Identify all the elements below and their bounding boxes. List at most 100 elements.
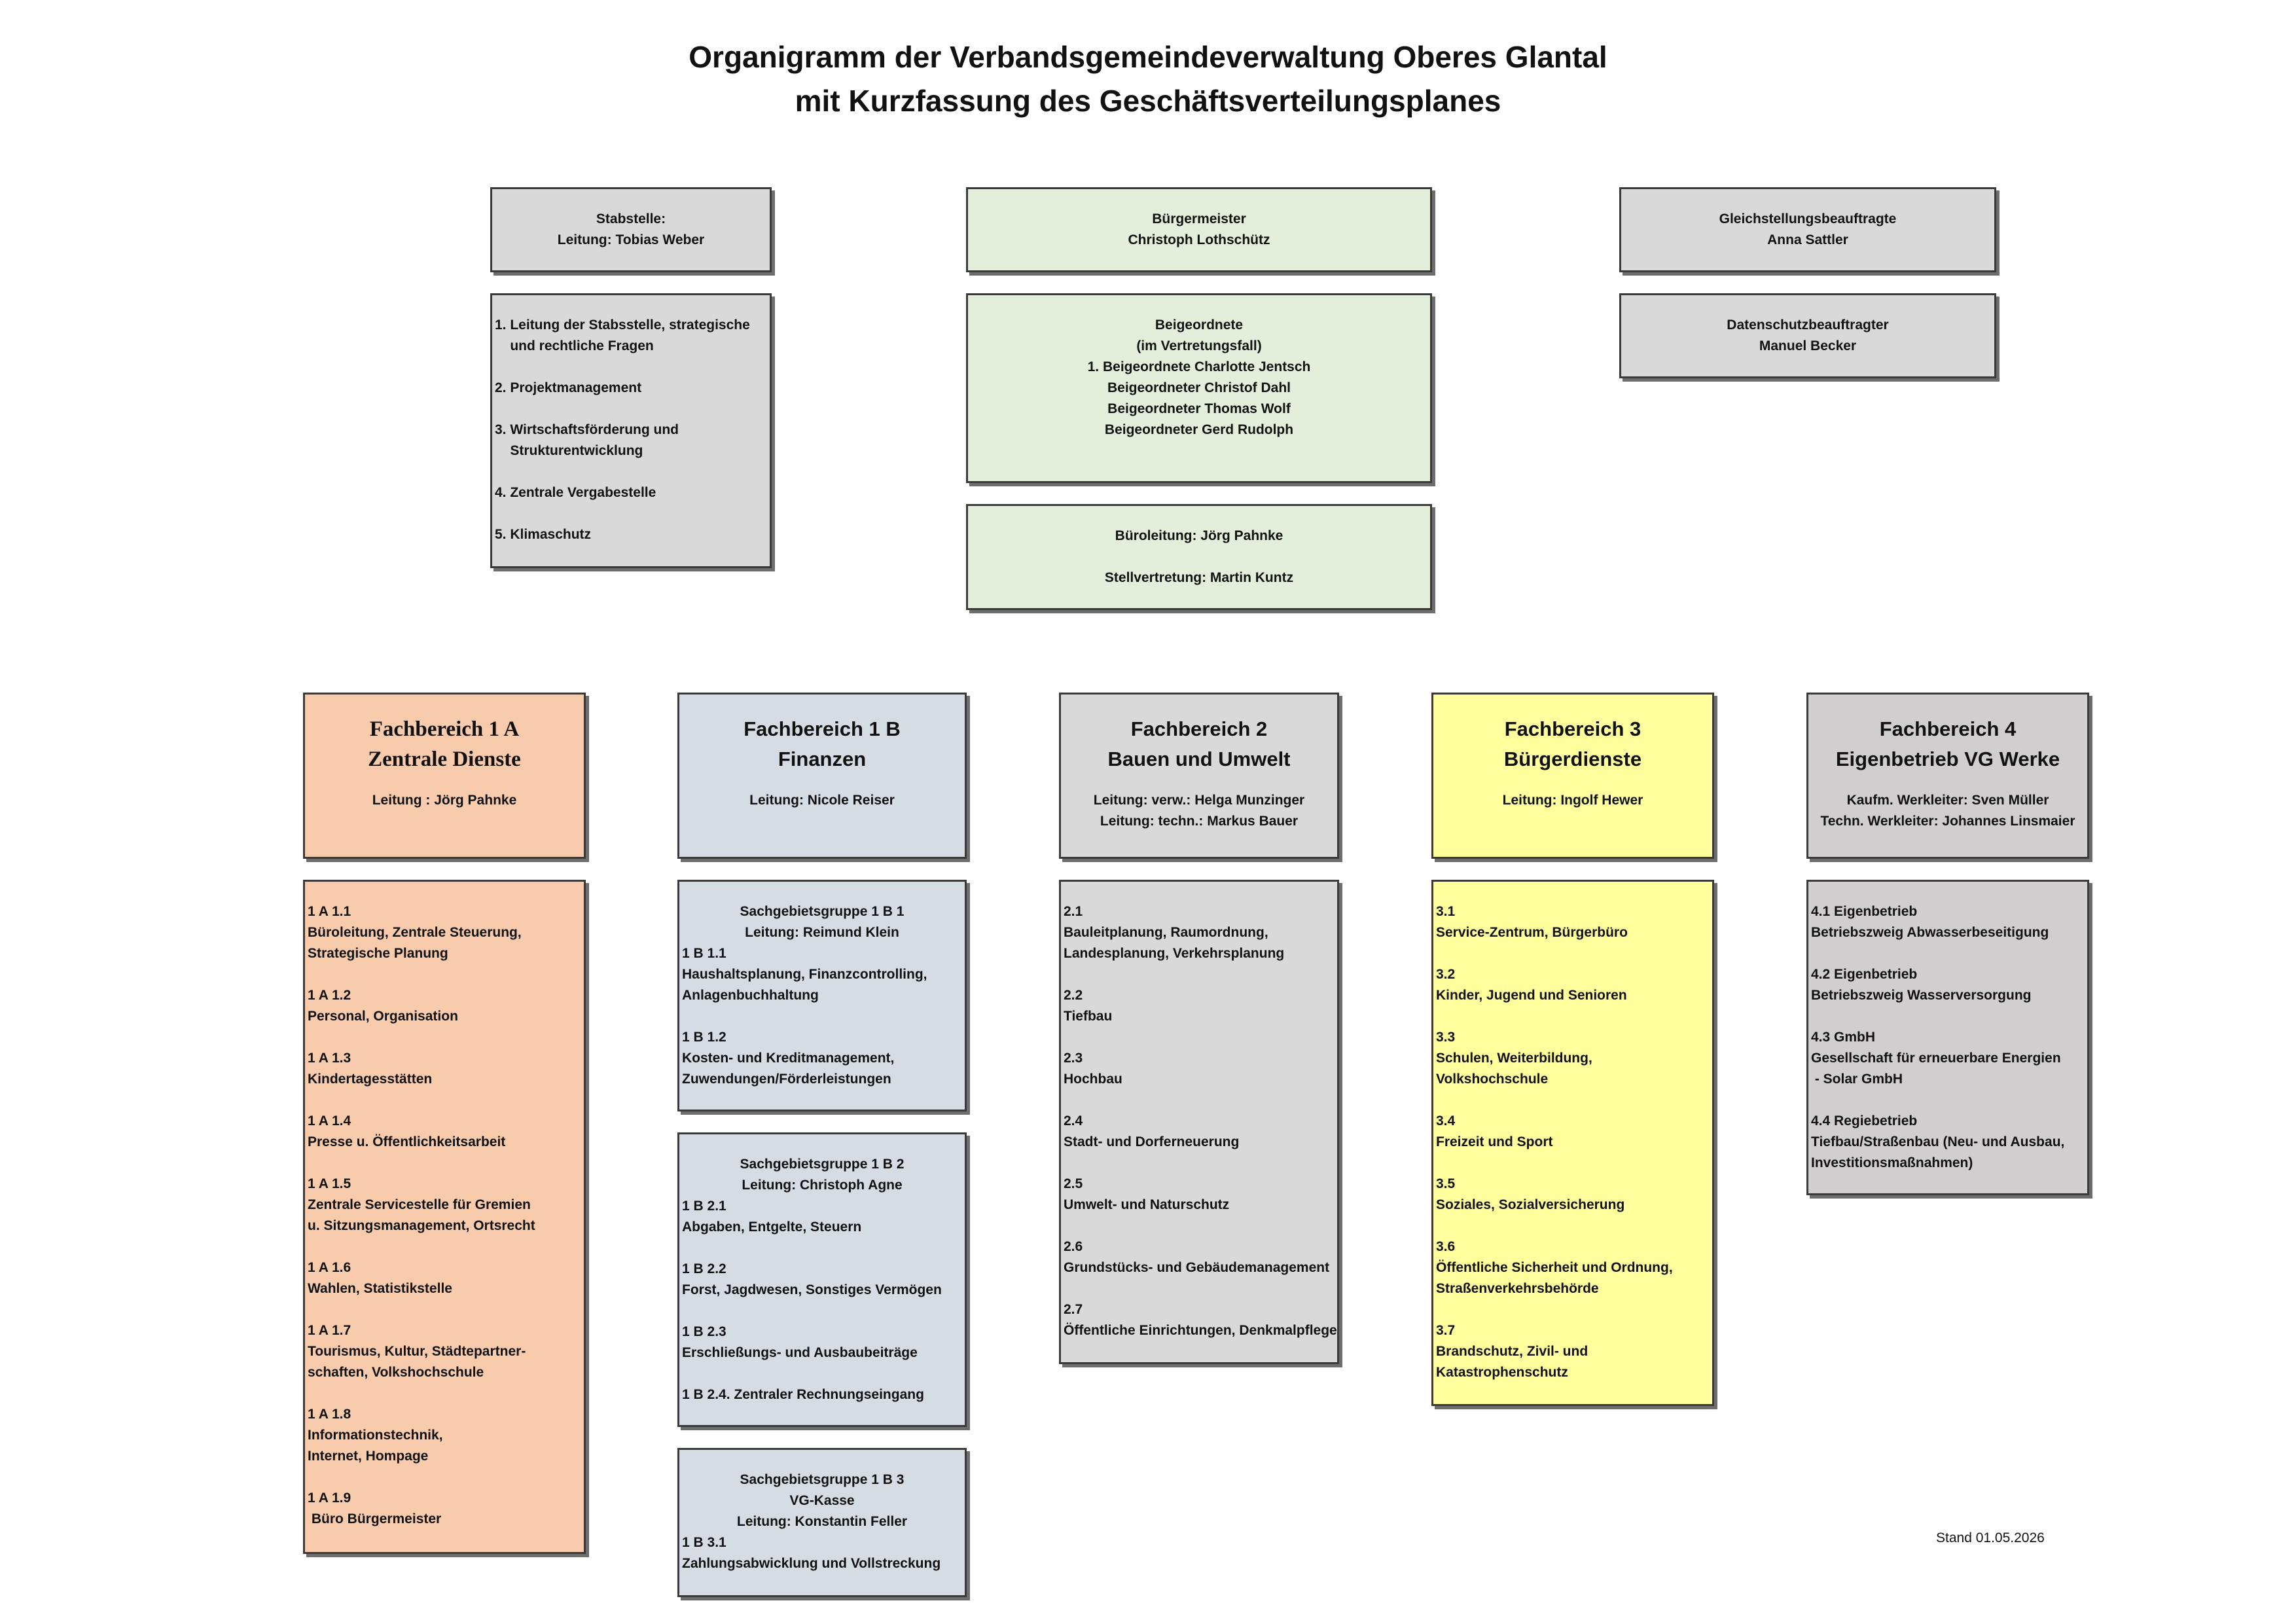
fb4-task: 4.1 Eigenbetrieb Betriebszweig Abwasserb… (1811, 904, 2049, 940)
fb1b-group2-box: Sachgebietsgruppe 1 B 2 Leitung: Christo… (677, 1132, 967, 1427)
fb1a-task: 1 A 1.2 Personal, Organisation (308, 988, 458, 1024)
fb2-head-box: Fachbereich 2 Bauen und Umwelt Leitung: … (1059, 693, 1339, 859)
fb2-task: 2.1 Bauleitplanung, Raumordnung, Landesp… (1064, 904, 1285, 961)
fb1a-task: 1 A 1.3 Kindertagesstätten (308, 1051, 433, 1087)
fb4-task: 4.3 GmbH Gesellschaft für erneuerbare En… (1811, 1030, 2061, 1087)
fb1a-task: 1 A 1.4 Presse u. Öffentlichkeitsarbeit (308, 1113, 506, 1149)
fb2-task: 2.3 Hochbau (1064, 1051, 1122, 1087)
fb3-task: 3.5 Soziales, Sozialversicherung (1436, 1176, 1625, 1212)
fb1a-lead: Leitung : Jörg Pahnke (372, 793, 517, 808)
fb1b-group3-lead: Leitung: Konstantin Feller (736, 1514, 908, 1529)
fb1a-task: 1 A 1.7 Tourismus, Kultur, Städtepartner… (308, 1323, 526, 1380)
beigeordnete-line: Beigeordneter Christof Dahl (1107, 380, 1291, 395)
fb2-lead: Leitung: verw.: Helga Munzinger (1093, 793, 1305, 808)
fb4-tasks-box: 4.1 Eigenbetrieb Betriebszweig Abwasserb… (1806, 880, 2089, 1195)
fb3-task: 3.3 Schulen, Weiterbildung, Volkshochsch… (1436, 1030, 1592, 1087)
fb1b-group3-sub: VG-Kasse (789, 1493, 855, 1508)
fb1b-title: Fachbereich 1 B (744, 717, 901, 740)
gleichstellung-title: Gleichstellungsbeauftragte (1719, 211, 1897, 226)
stabstelle-task: 3. Wirtschaftsförderung und Strukturentw… (495, 422, 679, 458)
buergermeister-title: Bürgermeister (1152, 211, 1246, 226)
fb1b-task: 1 B 2.3 Erschließungs- und Ausbaubeiträg… (682, 1324, 918, 1360)
fb4-title: Fachbereich 4 (1879, 717, 2017, 740)
fb1b-head-box: Fachbereich 1 B Finanzen Leitung: Nicole… (677, 693, 967, 859)
datenschutz-box: Datenschutzbeauftragter Manuel Becker (1619, 293, 1996, 378)
fb2-subtitle: Bauen und Umwelt (1107, 748, 1291, 770)
fb3-task: 3.7 Brandschutz, Zivil- und Katastrophen… (1436, 1323, 1588, 1380)
stabstelle-tasks-box: 1. Leitung der Stabsstelle, strategische… (490, 293, 772, 568)
fb1b-group1-box: Sachgebietsgruppe 1 B 1 Leitung: Reimund… (677, 880, 967, 1111)
fb1b-lead: Leitung: Nicole Reiser (749, 793, 895, 808)
stabstelle-head-line: Stabstelle: (596, 211, 666, 226)
gleichstellung-box: Gleichstellungsbeauftragte Anna Sattler (1619, 187, 1996, 272)
fb3-task: 3.1 Service-Zentrum, Bürgerbüro (1436, 904, 1628, 940)
fb2-task: 2.2 Tiefbau (1064, 988, 1113, 1024)
bueroleitung-box: Büroleitung: Jörg Pahnke Stellvertretung… (966, 504, 1432, 610)
fb2-task: 2.4 Stadt- und Dorferneuerung (1064, 1113, 1240, 1149)
fb2-title: Fachbereich 2 (1130, 717, 1268, 740)
fb1b-task: 1 B 1.1 Haushaltsplanung, Finanzcontroll… (682, 946, 927, 1003)
beigeordnete-line: Beigeordnete (1155, 317, 1244, 333)
fb1b-group2-head: Sachgebietsgruppe 1 B 2 (740, 1157, 905, 1172)
buergermeister-name: Christoph Lothschütz (1128, 232, 1270, 247)
stand-date: Stand 01.05.2026 (1936, 1530, 2045, 1545)
fb2-tasks-box: 2.1 Bauleitplanung, Raumordnung, Landesp… (1059, 880, 1339, 1364)
fb1b-task: 1 B 2.2 Forst, Jagdwesen, Sonstiges Verm… (682, 1261, 942, 1297)
fb1a-task: 1 A 1.8 Informationstechnik, Internet, H… (308, 1407, 443, 1464)
fb1a-title: Fachbereich 1 A (369, 717, 520, 741)
datenschutz-name: Manuel Becker (1759, 338, 1857, 353)
fb4-lead: Techn. Werkleiter: Johannes Linsmaier (1820, 814, 2075, 829)
fb4-task: 4.2 Eigenbetrieb Betriebszweig Wasserver… (1811, 967, 2032, 1003)
stabstelle-task: 5. Klimaschutz (495, 527, 592, 542)
fb4-subtitle: Eigenbetrieb VG Werke (1835, 748, 2060, 770)
stabstelle-task: 2. Projektmanagement (495, 380, 642, 395)
bueroleitung-line: Büroleitung: Jörg Pahnke (1115, 528, 1283, 543)
fb1b-task: 1 B 3.1 Zahlungsabwicklung und Vollstrec… (682, 1535, 941, 1571)
fb1b-group3-box: Sachgebietsgruppe 1 B 3 VG-Kasse Leitung… (677, 1448, 967, 1597)
fb3-task: 3.4 Freizeit und Sport (1436, 1113, 1553, 1149)
stabstelle-task: 4. Zentrale Vergabestelle (495, 485, 656, 500)
fb3-tasks-box: 3.1 Service-Zentrum, Bürgerbüro 3.2 Kind… (1431, 880, 1714, 1406)
fb1b-task: 1 B 1.2 Kosten- und Kreditmanagement, Zu… (682, 1030, 895, 1087)
fb3-subtitle: Bürgerdienste (1503, 748, 1642, 770)
datenschutz-title: Datenschutzbeauftragter (1727, 317, 1889, 333)
beigeordnete-line: Beigeordneter Gerd Rudolph (1104, 422, 1294, 437)
fb1a-tasks-box: 1 A 1.1 Büroleitung, Zentrale Steuerung,… (303, 880, 586, 1554)
page-subtitle: mit Kurzfassung des Geschäftsverteilungs… (795, 84, 1501, 118)
fb2-lead: Leitung: techn.: Markus Bauer (1100, 814, 1299, 829)
fb4-task: 4.4 Regiebetrieb Tiefbau/Straßenbau (Neu… (1811, 1113, 2065, 1170)
fb2-task: 2.7 Öffentliche Einrichtungen, Denkmalpf… (1064, 1302, 1337, 1338)
beigeordnete-box: Beigeordnete (im Vertretungsfall) 1. Bei… (966, 293, 1432, 483)
fb1b-task: 1 B 2.4. Zentraler Rechnungseingang (682, 1387, 924, 1402)
fb2-task: 2.5 Umwelt- und Naturschutz (1064, 1176, 1230, 1212)
page-title: Organigramm der Verbandsgemeindeverwaltu… (689, 40, 1607, 74)
fb3-task: 3.6 Öffentliche Sicherheit und Ordnung, … (1436, 1239, 1673, 1296)
fb1b-subtitle: Finanzen (778, 748, 867, 770)
fb1b-group2-lead: Leitung: Christoph Agne (742, 1178, 903, 1193)
fb1a-subtitle: Zentrale Dienste (368, 748, 521, 771)
stabstelle-head-line: Leitung: Tobias Weber (557, 232, 705, 247)
beigeordnete-line: (im Vertretungsfall) (1136, 338, 1262, 353)
fb1a-task: 1 A 1.6 Wahlen, Statistikstelle (308, 1260, 452, 1296)
fb1a-head-box: Fachbereich 1 A Zentrale Dienste Leitung… (303, 693, 586, 859)
fb1a-task: 1 A 1.1 Büroleitung, Zentrale Steuerung,… (308, 904, 522, 961)
stabstelle-head-box: Stabstelle: Leitung: Tobias Weber (490, 187, 772, 272)
fb3-lead: Leitung: Ingolf Hewer (1502, 793, 1643, 808)
beigeordnete-line: 1. Beigeordnete Charlotte Jentsch (1087, 359, 1311, 374)
fb3-head-box: Fachbereich 3 Bürgerdienste Leitung: Ing… (1431, 693, 1714, 859)
fb1b-group3-head: Sachgebietsgruppe 1 B 3 (740, 1472, 905, 1487)
fb2-task: 2.6 Grundstücks- und Gebäudemanagement (1064, 1239, 1330, 1275)
fb1a-task: 1 A 1.9 Büro Bürgermeister (308, 1490, 442, 1526)
stellvertretung-line: Stellvertretung: Martin Kuntz (1104, 570, 1294, 585)
fb1b-task: 1 B 2.1 Abgaben, Entgelte, Steuern (682, 1199, 862, 1235)
fb3-task: 3.2 Kinder, Jugend und Senioren (1436, 967, 1627, 1003)
stabstelle-task: 1. Leitung der Stabsstelle, strategische… (495, 317, 750, 353)
fb3-title: Fachbereich 3 (1504, 717, 1641, 740)
fb1a-task: 1 A 1.5 Zentrale Servicestelle für Gremi… (308, 1176, 535, 1233)
fb1b-group1-head: Sachgebietsgruppe 1 B 1 (740, 904, 905, 919)
beigeordnete-line: Beigeordneter Thomas Wolf (1107, 401, 1291, 416)
fb4-head-box: Fachbereich 4 Eigenbetrieb VG Werke Kauf… (1806, 693, 2089, 859)
fb1b-group1-lead: Leitung: Reimund Klein (745, 925, 899, 940)
buergermeister-box: Bürgermeister Christoph Lothschütz (966, 187, 1432, 272)
fb4-lead: Kaufm. Werkleiter: Sven Müller (1846, 793, 2049, 808)
